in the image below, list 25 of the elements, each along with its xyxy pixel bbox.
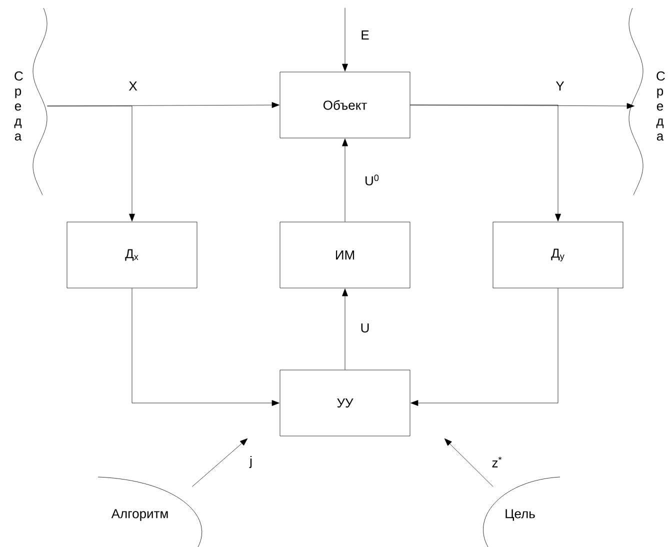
arrow [410,104,561,222]
process-box: Д$_{x}$ [66,222,198,288]
node-label: Алгоритм [111,509,168,521]
arrow [47,106,135,222]
arrow [410,288,558,406]
process-box: Объект [280,72,410,138]
arrow [342,138,348,222]
edge-label: E [360,30,370,40]
arrow [132,288,280,406]
edge-label: U$^{0}$ [364,174,380,186]
node-label: Цель [506,509,535,521]
edge-label: z$^{*}$ [490,456,504,468]
arrow [342,288,348,370]
arrow [342,8,348,72]
edge-label: U [359,322,371,334]
process-box: УУ [280,370,410,436]
process-box: Д$_{y}$ [492,222,624,288]
edge-label: X [128,80,138,92]
side-label: Среда [14,71,23,141]
edge-label: j [248,454,254,470]
arrow [444,438,494,487]
side-label: Среда [656,71,665,141]
process-box: ИМ [280,222,410,288]
edge-label: Y [554,80,566,92]
arrow [192,438,248,487]
